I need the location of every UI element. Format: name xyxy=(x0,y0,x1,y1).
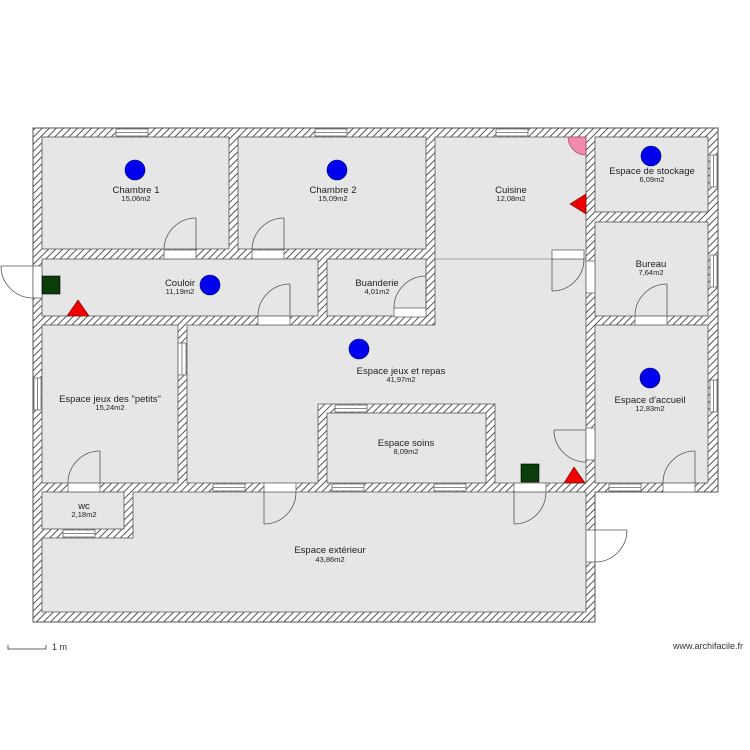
door-swing-icon xyxy=(634,283,668,317)
window-icon xyxy=(709,154,718,188)
window-icon xyxy=(212,483,246,492)
blue-circle-icon xyxy=(348,338,370,360)
window-icon xyxy=(334,404,368,413)
area-exterieur: 43,86m2 xyxy=(315,555,344,564)
label-jeux-petits: Espace jeux des "petits" xyxy=(59,394,161,405)
room-soins-floor xyxy=(326,412,487,484)
door-swing-icon xyxy=(393,275,427,309)
red-triangle-icon xyxy=(66,299,90,317)
blue-circle-icon xyxy=(326,159,348,181)
room-chambre1-floor xyxy=(41,136,230,250)
label-chambre2: Chambre 2 xyxy=(310,185,357,196)
window-icon xyxy=(495,128,529,137)
room-buanderie-floor xyxy=(326,258,427,317)
room-bureau-floor xyxy=(594,221,709,317)
green-square-icon xyxy=(41,275,61,295)
label-soins: Espace soins xyxy=(378,438,435,449)
area-couloir: 11,19m2 xyxy=(166,287,195,296)
door-openings xyxy=(32,249,696,563)
room-accueil-floor xyxy=(594,324,709,484)
room-wc-floor xyxy=(41,491,125,530)
door-swing-icon xyxy=(67,450,101,484)
window-icon xyxy=(177,342,187,376)
label-couloir: Couloir xyxy=(165,278,195,289)
door-swing-icon xyxy=(251,217,285,251)
green-square-icon xyxy=(520,463,540,483)
blue-circle-icon xyxy=(124,159,146,181)
label-jeux-repas: Espace jeux et repas xyxy=(357,366,446,377)
room-labels: Chambre 1 15,06m2 Chambre 2 15,09m2 Cuis… xyxy=(59,166,695,564)
room-exterieur-floor xyxy=(41,491,587,613)
window-icon xyxy=(62,529,96,538)
label-chambre1: Chambre 1 xyxy=(113,185,160,196)
label-bureau: Bureau xyxy=(636,259,667,270)
area-jeux-repas: 41,97m2 xyxy=(386,375,415,384)
room-chambre2-floor xyxy=(237,136,427,250)
area-jeux-petits: 15,24m2 xyxy=(95,403,124,412)
area-buanderie: 4,01m2 xyxy=(364,287,389,296)
label-stockage: Espace de stockage xyxy=(609,166,695,177)
door-swing-icon xyxy=(263,491,297,525)
door-swing-icon xyxy=(163,217,197,251)
window-icon xyxy=(33,377,42,411)
window-icon xyxy=(709,379,718,413)
area-chambre1: 15,06m2 xyxy=(121,194,150,203)
label-buanderie: Buanderie xyxy=(355,278,398,289)
blue-circle-icon xyxy=(639,367,661,389)
area-bureau: 7,64m2 xyxy=(638,268,663,277)
door-swing-icon xyxy=(513,491,547,525)
pink-quarter-icon xyxy=(567,136,587,156)
window-icon xyxy=(331,483,365,492)
blue-circle-icon xyxy=(640,145,662,167)
window-icon xyxy=(709,254,718,288)
room-couloir-floor xyxy=(41,258,319,317)
windows xyxy=(33,128,718,538)
blue-circle-icon xyxy=(199,274,221,296)
red-triangle-icon xyxy=(563,466,586,484)
area-soins: 8,09m2 xyxy=(393,447,418,456)
room-jeux-petits-floor xyxy=(41,324,179,484)
detectors xyxy=(124,145,662,389)
window-icon xyxy=(433,483,467,492)
door-swing-icon xyxy=(662,450,696,484)
label-accueil: Espace d'accueil xyxy=(615,395,686,406)
area-chambre2: 15,09m2 xyxy=(318,194,347,203)
door-swing-icon xyxy=(0,265,34,299)
label-exterieur: Espace extérieur xyxy=(294,545,365,556)
door-swing-icon xyxy=(553,429,587,463)
scale-label: 1 m xyxy=(52,642,67,652)
area-wc: 2,18m2 xyxy=(71,510,96,519)
door-swing-icon xyxy=(594,529,628,563)
door-swings xyxy=(0,217,696,563)
door-swing-icon xyxy=(551,258,585,292)
label-cuisine: Cuisine xyxy=(495,185,527,196)
scale-bar: 1 m xyxy=(7,642,67,652)
area-cuisine: 12,08m2 xyxy=(496,194,525,203)
alarms xyxy=(66,193,587,484)
window-icon xyxy=(115,128,149,137)
window-icon xyxy=(314,128,348,137)
window-icon xyxy=(608,483,642,492)
area-accueil: 12,83m2 xyxy=(635,404,664,413)
red-triangle-icon xyxy=(569,193,587,215)
equipment xyxy=(41,275,540,483)
door-swing-icon xyxy=(257,283,291,317)
watermark-text: www.archifacile.fr xyxy=(672,641,743,651)
label-wc: wc xyxy=(77,501,90,512)
area-stockage: 6,09m2 xyxy=(639,175,664,184)
